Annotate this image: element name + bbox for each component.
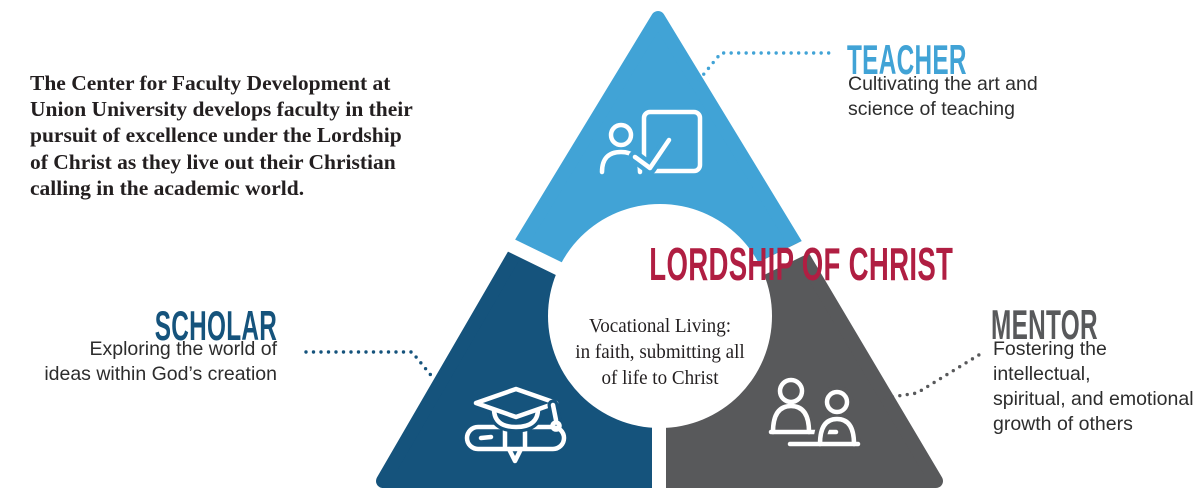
mentor-description: Fostering the intellectual, spiritual, a…	[993, 338, 1194, 435]
scholar-description: Exploring the world of ideas within God’…	[44, 338, 277, 385]
center-title-text: LORDSHIP OF CHRIST	[649, 238, 954, 290]
mentor-label-text: MENTOR	[991, 301, 1098, 348]
dotted-connectors	[304, 51, 984, 400]
mentor-connector-line	[883, 351, 984, 400]
teacher-label-text: TEACHER	[847, 36, 967, 83]
presentation-teacher-icon	[599, 109, 703, 175]
intro-text: The Center for Faculty Development at Un…	[30, 71, 413, 200]
teacher-description: Cultivating the art and science of teach…	[848, 73, 1038, 120]
center-circle	[548, 204, 772, 428]
center-subtitle: Vocational Living: in faith, submitting …	[575, 315, 745, 389]
scholar-section-label: SCHOLAR	[40, 286, 277, 348]
scholar-label-text: SCHOLAR	[154, 302, 277, 349]
mentoring-people-icon	[768, 377, 861, 451]
center-title: LORDSHIP OF CHRIST	[548, 228, 953, 287]
mentor-section-label: MENTOR	[991, 285, 1175, 347]
teacher-connector-line	[697, 51, 836, 82]
graduation-cap-diploma-icon	[464, 386, 567, 464]
scholar-connector-line	[304, 350, 436, 381]
teacher-section-label: TEACHER	[847, 20, 1054, 82]
